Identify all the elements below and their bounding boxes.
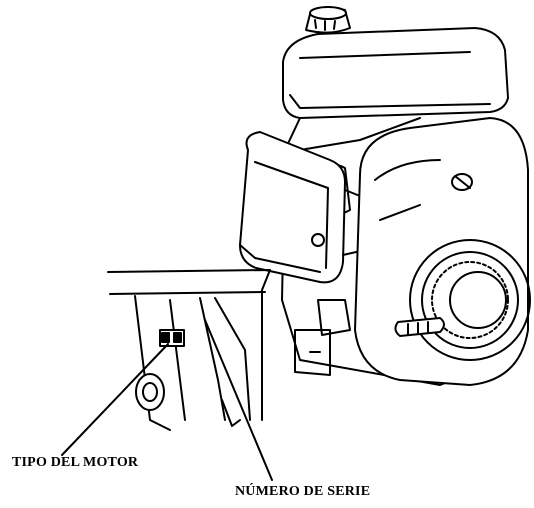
recoil-starter-housing (354, 117, 531, 386)
engine-type-leader (61, 343, 169, 456)
engine-type-label: TIPO DEL MOTOR (12, 455, 139, 470)
fuel-cap (305, 6, 351, 34)
leader-lines (61, 319, 273, 481)
fuel-tank (282, 27, 509, 119)
serial-number-label: NÚMERO DE SERIE (235, 484, 371, 499)
starter-grip (394, 317, 445, 337)
engine-type-plate (159, 329, 185, 347)
mounting-frame (107, 269, 331, 431)
oil-filler-cap (451, 173, 473, 191)
bearing-detail (135, 373, 241, 427)
air-cleaner (239, 131, 366, 284)
serial-number-leader (204, 319, 273, 481)
